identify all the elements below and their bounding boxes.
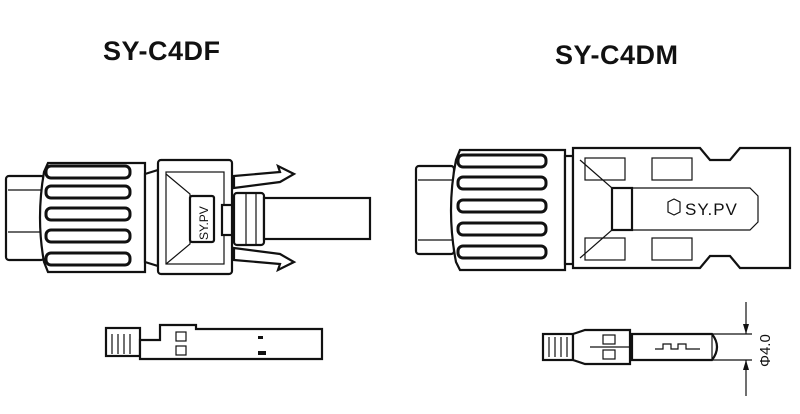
- female-latch-bottom: [232, 246, 297, 273]
- female-nut-ribs: [44, 164, 132, 267]
- logo-hexagon-icon: [667, 198, 681, 216]
- title-sy-c4df: SY-C4DF: [103, 36, 221, 66]
- female-socket-tube: [262, 196, 372, 241]
- diameter-dimension-label: Φ4.0: [757, 334, 774, 367]
- female-latch-top: [232, 163, 297, 190]
- male-body: [571, 146, 792, 270]
- female-connector-drawing: SY.PV: [4, 158, 372, 276]
- male-contact-drawing: Φ4.0: [541, 302, 774, 396]
- male-body-logo: SY.PV: [685, 200, 738, 219]
- title-sy-c4dm: SY-C4DM: [555, 40, 679, 70]
- male-thread: [563, 154, 575, 266]
- female-contact-drawing: [104, 323, 324, 361]
- male-end-cap: [414, 164, 456, 256]
- female-contact-body: [138, 323, 324, 361]
- male-nut-ribs: [456, 153, 548, 260]
- male-contact-crimp: [541, 332, 575, 362]
- female-collar: [232, 191, 266, 247]
- female-end-cap: [4, 174, 46, 262]
- female-thread: [143, 168, 160, 268]
- male-connector-drawing: SY.PV: [414, 146, 792, 272]
- female-contact-crimp: [104, 326, 142, 358]
- male-contact-pin: [630, 332, 719, 362]
- female-body-logo: SY.PV: [197, 206, 211, 240]
- dimension-line: [743, 302, 749, 396]
